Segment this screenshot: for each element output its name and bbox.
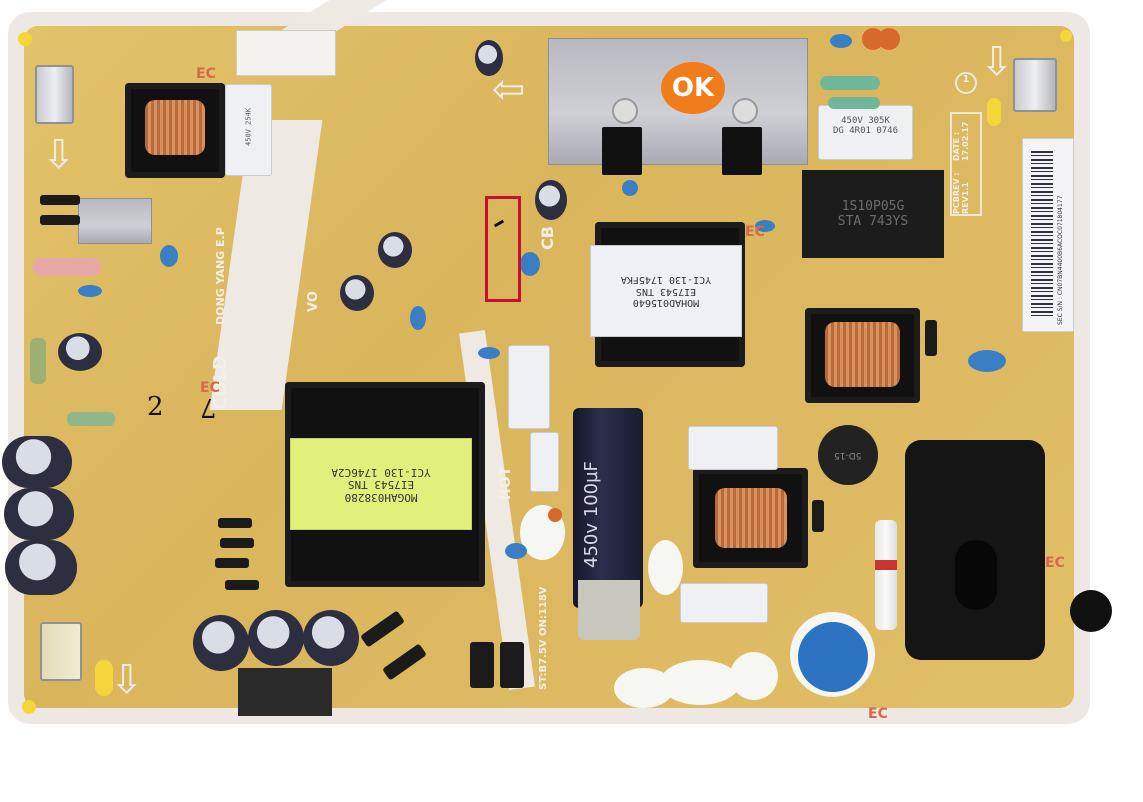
mounting-tab — [1070, 590, 1112, 632]
resistor — [67, 412, 115, 426]
ceramic-capacitor — [548, 508, 562, 522]
ec-mark: EC — [868, 706, 888, 722]
diode — [40, 195, 80, 205]
slot-hole — [987, 98, 1001, 126]
film-capacitor: 450V 305K DG 4R01 0746 — [818, 105, 913, 160]
diode — [218, 518, 252, 528]
mounting-hole — [22, 700, 36, 714]
ground-clip — [40, 622, 82, 681]
slot-hole — [95, 660, 113, 696]
electrolytic-capacitor — [248, 610, 304, 666]
fuse-band — [875, 560, 897, 570]
x-capacitor — [688, 426, 778, 470]
vo-label: VO — [306, 291, 321, 312]
resistor — [30, 338, 46, 384]
revision-date-label: PCBREV : REV1.1 DATE : 17.02.17 — [950, 112, 982, 216]
ceramic-capacitor — [968, 350, 1006, 372]
ground-clip — [35, 65, 74, 124]
ceramic-capacitor — [505, 543, 527, 559]
screw-icon — [612, 98, 638, 124]
diode — [470, 642, 494, 688]
bulk-capacitor: 450v 100µF — [573, 408, 643, 608]
resistor — [33, 258, 101, 276]
output-voltage-label: ST:B7.5V ON:118V — [538, 586, 549, 690]
capacitor-sleeve — [578, 580, 640, 640]
handwritten-mark: 2 — [147, 392, 164, 422]
ceramic-capacitor — [622, 180, 638, 196]
ec-mark: EC — [745, 224, 765, 240]
output-rectifier — [238, 668, 332, 716]
bridge-rectifier: 1S10P05G STA 743YS — [802, 170, 944, 258]
electrolytic-capacitor — [5, 540, 77, 595]
arrow-left-icon: ⇩ — [483, 73, 530, 107]
ceramic-capacitor — [78, 285, 102, 297]
film-capacitor: 450V 254K — [225, 84, 272, 176]
handwritten-mark: 7 — [200, 392, 217, 422]
varistor — [798, 622, 868, 692]
fuse — [875, 520, 897, 630]
diode — [215, 558, 249, 568]
diode — [500, 642, 524, 688]
diode — [925, 320, 937, 356]
mosfet — [722, 127, 762, 175]
diode — [220, 538, 254, 548]
diode — [812, 500, 824, 532]
electrolytic-capacitor — [340, 275, 374, 311]
wire-connector — [236, 30, 336, 76]
ceramic-capacitor — [878, 28, 900, 50]
glue — [730, 652, 778, 700]
glue — [648, 540, 683, 595]
maker-logo: DONG YANG E.P — [214, 227, 227, 325]
barcode-sticker: SEC S/N : CN07BN4400B6ACOC071804177 — [1022, 138, 1074, 332]
ceramic-capacitor — [755, 220, 775, 232]
hot-side-label: HOT — [498, 466, 514, 500]
electrolytic-capacitor — [2, 436, 72, 488]
ceramic-capacitor — [410, 306, 426, 330]
mounting-hole — [18, 32, 32, 46]
ec-mark: EC — [1045, 555, 1065, 571]
arrow-down-icon: ⇩ — [110, 657, 144, 703]
highlight-box — [485, 196, 521, 302]
electrolytic-capacitor — [193, 615, 249, 671]
main-transformer-label: MOGAH038280 EI7543 TNS YCI-130 1746C2A — [290, 438, 472, 530]
choke-coil — [825, 322, 900, 387]
standby-transformer-label: MOHAD015640 EI7543 TNS YCI-130 1745FKA — [590, 245, 742, 337]
mounting-hole — [1060, 30, 1072, 42]
resistor — [820, 76, 880, 90]
electrolytic-capacitor — [378, 232, 412, 268]
cb-label: CB — [538, 226, 557, 250]
ceramic-capacitor — [830, 34, 852, 48]
arrow-down-icon: ⇩ — [980, 39, 1014, 85]
electrolytic-capacitor — [58, 333, 102, 371]
barcode — [1031, 151, 1053, 316]
ec-mark: EC — [196, 66, 216, 82]
electrolytic-capacitor — [475, 40, 503, 76]
resistor-block — [530, 432, 559, 492]
resistor-block — [508, 345, 550, 429]
small-heatsink — [78, 198, 152, 244]
ec-mark: EC — [200, 380, 220, 396]
electrolytic-capacitor — [4, 488, 74, 540]
thermistor: 5D-15 — [818, 425, 878, 485]
ceramic-capacitor — [478, 347, 500, 359]
serial-number: SEC S/N : CN07BN4400B6ACOC071804177 — [1057, 195, 1064, 325]
circle-marker: 1 — [955, 72, 977, 94]
ceramic-capacitor — [160, 245, 178, 267]
choke-coil — [715, 488, 787, 548]
electrolytic-capacitor — [303, 610, 359, 666]
ac-socket[interactable] — [955, 540, 997, 610]
electrolytic-capacitor — [535, 180, 567, 220]
resistor — [828, 97, 880, 109]
arrow-down-icon: ⇩ — [42, 132, 76, 178]
ceramic-capacitor — [520, 252, 540, 276]
inductor-coil — [145, 100, 205, 155]
diode — [225, 580, 259, 590]
diode — [40, 215, 80, 225]
ok-badge: OK — [661, 62, 725, 114]
ground-clip — [1013, 58, 1057, 112]
mosfet — [602, 127, 642, 175]
x-capacitor — [680, 583, 768, 623]
glue — [660, 660, 740, 705]
screw-icon — [732, 98, 758, 124]
